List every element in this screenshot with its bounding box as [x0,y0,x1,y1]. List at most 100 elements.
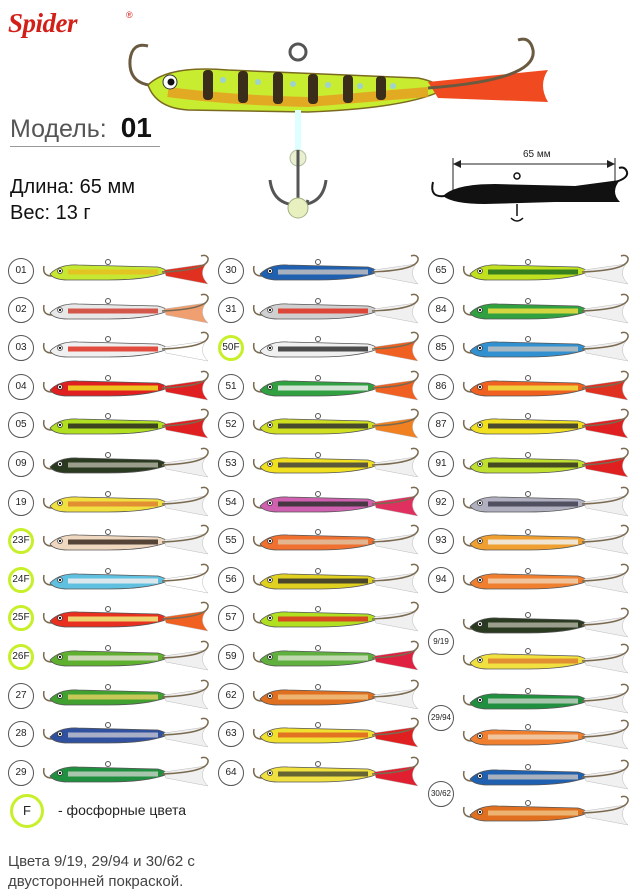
lure-swatch [42,756,209,787]
color-variant-row: 59 [218,638,423,674]
lure-swatch [252,679,419,709]
color-variant-row: 55 [218,522,423,558]
color-variant-row: 9/19 [428,605,633,677]
color-code-badge: 59 [218,644,244,670]
color-code-badge: 9/19 [428,628,454,655]
color-variant-row: 19 [8,484,213,520]
color-variant-row: 30 [218,252,423,288]
lure-swatch [462,331,629,362]
lure-swatch [42,254,209,285]
color-variant-row: 23F [8,522,213,558]
lure-swatch [42,408,209,439]
divider [10,146,160,147]
lure-swatch [252,447,419,478]
registered-mark: ® [126,10,133,20]
color-code-badge: 93 [428,528,454,555]
lure-swatch [252,756,419,787]
brand-name: Spider [8,8,78,38]
lure-swatch [42,524,209,555]
color-variant-row: 85 [428,329,633,365]
spec-weight: Вес: 13 г [10,202,91,224]
double-sided-note: Цвета 9/19, 29/94 и 30/62 с двусторонней… [8,853,195,890]
lure-swatch [462,408,629,439]
model-line: Модель: 01 [10,112,152,144]
color-code-badge: 01 [8,258,34,284]
brand-logo: Spider ® [8,8,133,42]
color-code-badge: 30/62 [428,780,454,807]
lure-swatch [252,408,419,439]
color-code-badge: 28 [8,721,34,748]
color-code-badge: 26F [8,644,34,670]
color-code-badge: 52 [218,412,244,439]
lure-swatch [42,640,209,671]
color-variant-row: 84 [428,291,633,327]
color-variant-row: 86 [428,368,633,404]
color-code-badge: 29/94 [428,704,454,731]
color-code-badge: 91 [428,451,454,477]
color-variant-row: 25F [8,599,213,635]
lure-swatch [42,717,209,748]
color-variant-row: 26F [8,638,213,674]
lure-swatch [252,254,419,285]
color-variant-row: 53 [218,445,423,481]
lure-swatch [462,524,629,555]
hero-lure-image [128,37,548,219]
lure-swatch [252,293,419,323]
color-variant-row: 51 [218,368,423,404]
color-variant-row: 29 [8,754,213,790]
color-code-badge: 24F [8,566,34,593]
model-value: 01 [120,112,152,143]
color-variant-row: 62 [218,677,423,713]
lure-swatch [252,331,419,362]
color-variant-row: 01 [8,252,213,288]
color-code-badge: 04 [8,373,34,400]
color-code-badge: 19 [8,489,34,516]
color-variant-row: 02 [8,291,213,327]
color-code-badge: 23F [8,528,34,555]
color-code-badge: 86 [428,373,454,400]
lure-swatch [462,607,629,674]
lure-swatch [462,370,629,401]
lure-swatch [42,293,209,323]
color-variant-row: 92 [428,484,633,520]
color-variant-row: 63 [218,715,423,751]
color-variant-row: 54 [218,484,423,520]
color-code-badge: 84 [428,296,454,323]
color-code-badge: 57 [218,605,244,632]
model-label: Модель: [10,115,107,143]
color-code-badge: 31 [218,296,244,323]
color-variant-row: 04 [8,368,213,404]
dimension-diagram: 65 мм [431,149,629,222]
color-variant-row: 64 [218,754,423,790]
color-code-badge: 29 [8,759,34,786]
color-variant-row: 91 [428,445,633,481]
color-code-badge: 63 [218,721,244,748]
lure-swatch [252,717,419,748]
color-code-badge: 94 [428,566,454,593]
color-code-badge: 92 [428,489,454,516]
lure-swatch [462,293,629,323]
color-code-badge: 03 [8,335,34,362]
lure-swatch [42,563,209,594]
dimension-label: 65 мм [523,149,551,160]
lure-swatch [462,683,629,750]
color-code-badge: 56 [218,566,244,593]
color-code-badge: 53 [218,451,244,477]
color-variant-row: 03 [8,329,213,365]
color-code-badge: 25F [8,605,34,632]
lure-swatch [252,563,419,594]
color-code-badge: 05 [8,412,34,439]
color-code-badge: 27 [8,682,34,709]
lure-swatch [252,601,419,632]
color-variant-row: 52 [218,406,423,442]
color-variant-row: 50F [218,329,423,365]
color-code-badge: 55 [218,528,244,555]
color-code-badge: 50F [218,335,244,362]
phosphor-legend-badge: F [10,794,44,828]
lure-swatch [462,486,629,516]
color-variant-row: 31 [218,291,423,327]
color-variant-row: 57 [218,599,423,635]
color-variant-row: 87 [428,406,633,442]
phosphor-legend-text: - фосфорные цвета [58,802,187,818]
lure-swatch [42,601,209,632]
